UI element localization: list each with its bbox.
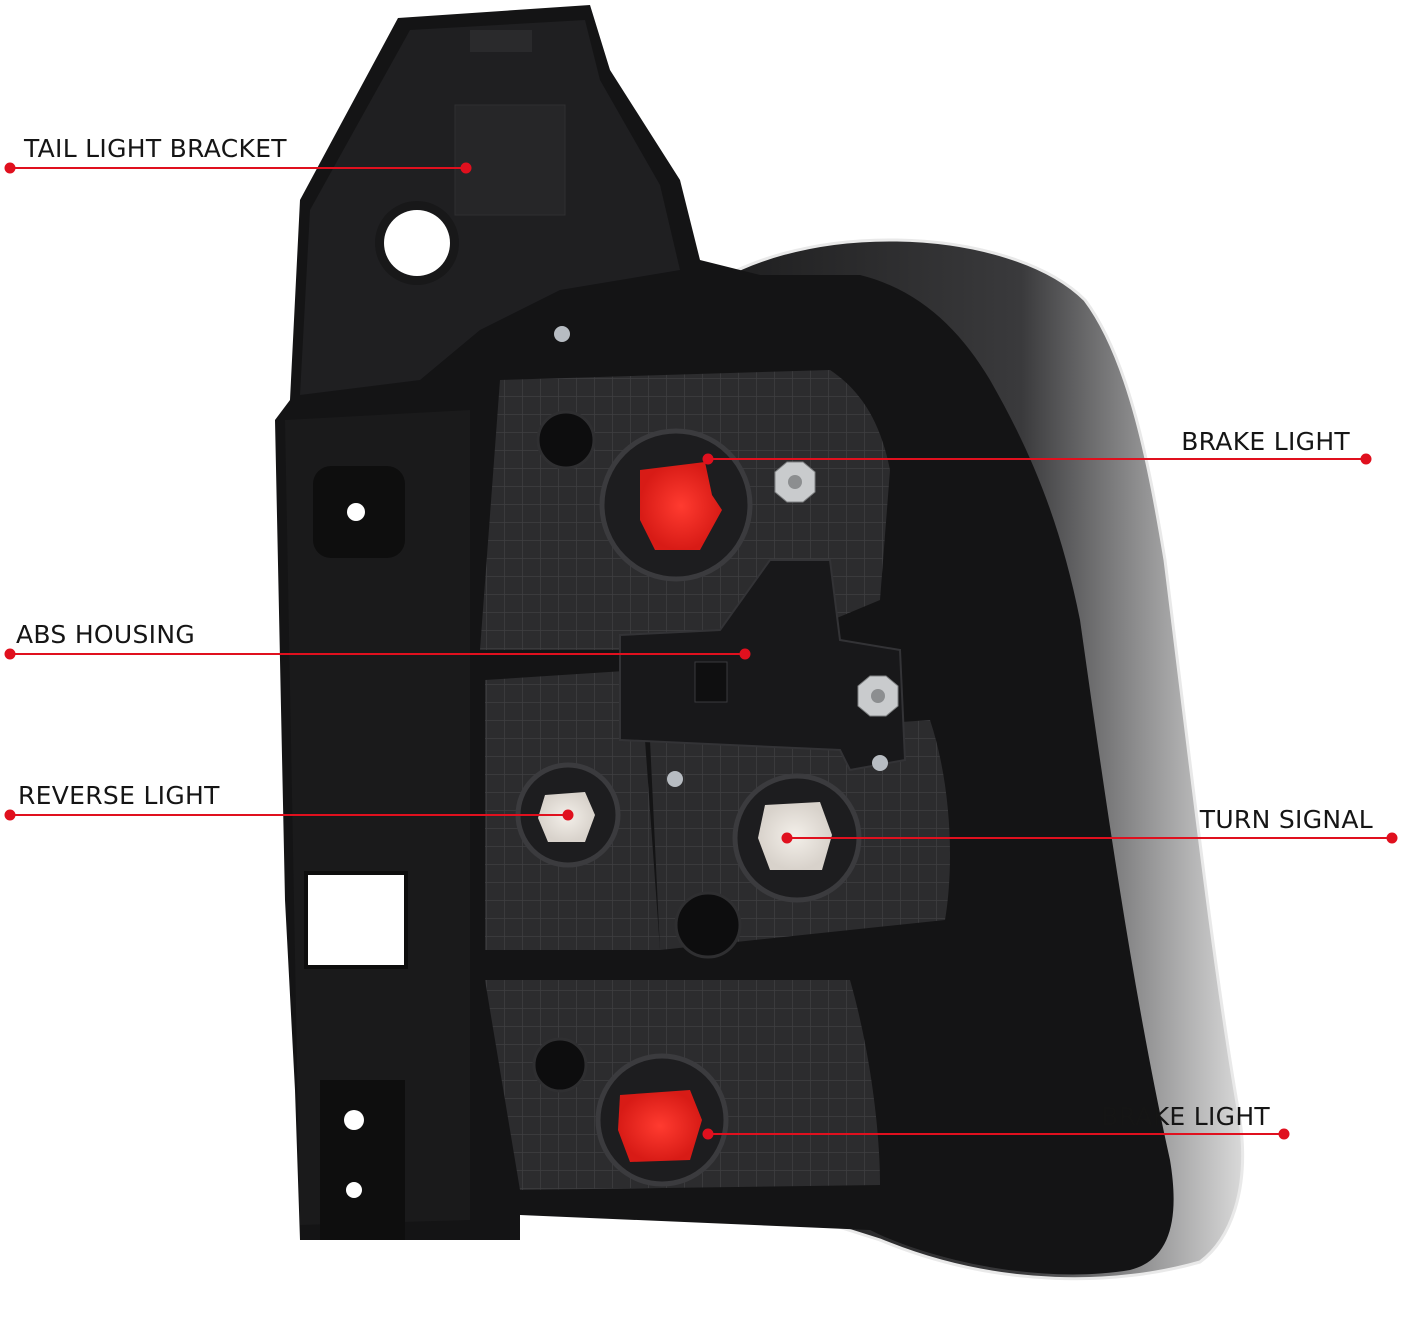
brake-light-socket-lower: [595, 1053, 729, 1187]
label-reverse-light: REVERSE LIGHT: [18, 781, 220, 810]
frame-square-cutout: [304, 871, 408, 969]
abs-housing-block: [619, 559, 907, 772]
gasket-pad-lower: [320, 1080, 405, 1240]
hex-nut-upper: [774, 461, 816, 503]
plug-lower: [532, 1037, 588, 1093]
screw-2: [667, 771, 683, 787]
callout-tail-light-bracket: [4, 162, 472, 174]
callout-reverse-light: [4, 809, 574, 821]
plug-middle: [674, 891, 742, 959]
bracket-label-plate: [454, 104, 566, 216]
callout-brake-light-upper: [702, 453, 1372, 465]
label-turn-signal: TURN SIGNAL: [1199, 805, 1373, 834]
callouts: [4, 162, 1398, 1140]
gasket-pad-upper: [313, 466, 405, 558]
hex-nut-lower: [857, 675, 899, 717]
screw-3: [872, 755, 888, 771]
plug-upper: [536, 410, 596, 470]
label-brake-light-lower: BRAKE LIGHT: [1101, 1102, 1270, 1131]
abs-connector: [694, 661, 728, 703]
tail-light-assembly: [275, 5, 1245, 1281]
bracket-mount-hole-opening: [384, 210, 450, 276]
label-tail-light-bracket: TAIL LIGHT BRACKET: [23, 134, 287, 163]
callout-abs-housing: [4, 648, 751, 660]
callout-turn-signal: [781, 832, 1398, 844]
brake-light-socket-upper: [599, 428, 753, 582]
screw-1: [554, 326, 570, 342]
label-brake-light-upper: BRAKE LIGHT: [1181, 427, 1350, 456]
bracket-marking: [470, 30, 532, 52]
label-abs-housing: ABS HOUSING: [16, 620, 195, 649]
frame-left-strip: [285, 410, 470, 1225]
callout-brake-light-lower: [702, 1128, 1290, 1140]
